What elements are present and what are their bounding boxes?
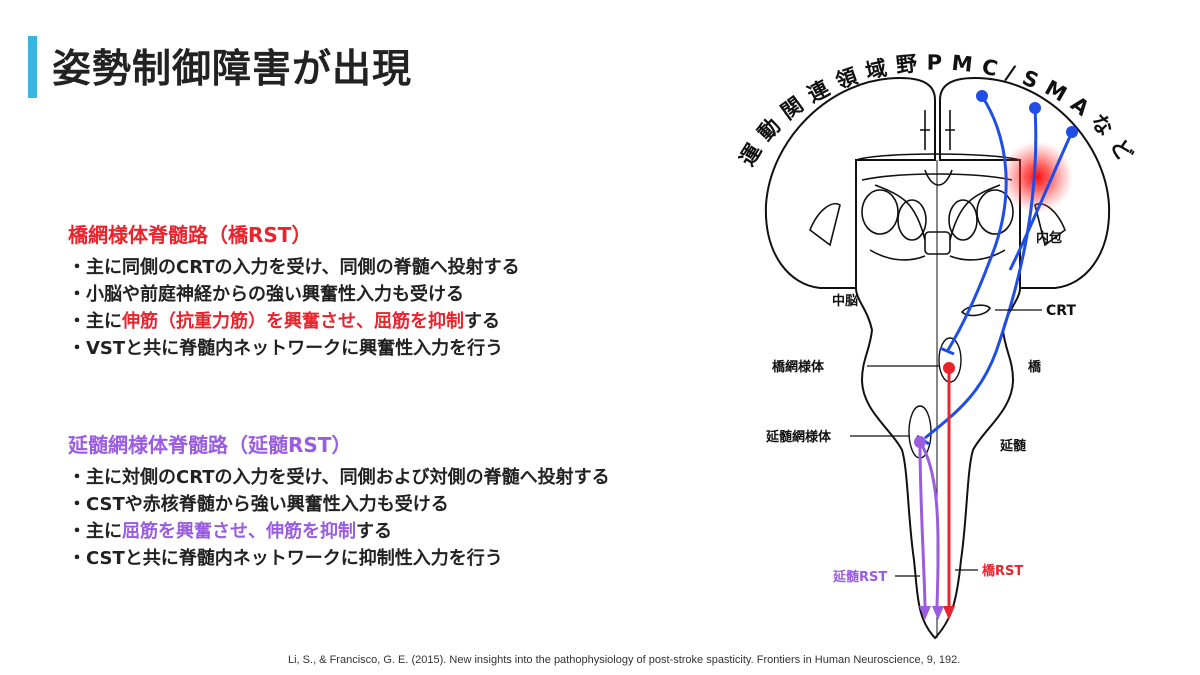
internal-capsule-label: 内包 [1036, 230, 1062, 246]
pontine-bullet-2: ・小脳や前庭神経からの強い興奮性入力も受ける [68, 284, 464, 305]
cortical-origins [976, 90, 1078, 138]
medullary-rst-arrowhead-1 [919, 606, 931, 620]
medullary-bullet-1: ・主に対側のCRTの入力を受け、同側および対側の脊髄へ投射する [68, 467, 610, 488]
medullary-rst-section: 延髄網様体脊髄路（延髄RST） ・主に対側のCRTの入力を受け、同側および対側の… [68, 429, 610, 572]
cortical-paths [924, 95, 1074, 440]
medullary-bullet-4: ・CSTと共に脊髄内ネットワークに抑制性入力を行う [68, 548, 503, 569]
crt-label: CRT [1046, 303, 1076, 319]
pontine-rst-origin [943, 362, 955, 374]
pontine-rst-arrowhead [943, 606, 955, 620]
pons-label: 橋 [1028, 359, 1042, 375]
medullary-highlight: 屈筋を興奮させ、伸筋を抑制 [122, 521, 356, 542]
medullary-rst-path-contra [918, 441, 940, 607]
medullary-rst-arrowhead-2 [932, 606, 944, 620]
citation: Li, S., & Francisco, G. E. (2015). New i… [288, 654, 961, 666]
pontine-bullet-4: ・VSTと共に脊髄内ネットワークに興奮性入力を行う [68, 338, 504, 359]
pontine-rst-label: 橋RST [982, 563, 1023, 579]
medullary-rst-heading: 延髄網様体脊髄路（延髄RST） [68, 433, 352, 457]
leader-lines [850, 309, 1042, 577]
pontine-rst-section: 橋網様体脊髄路（橋RST） ・主に同側のCRTの入力を受け、同側の脊髄へ投射する… [68, 219, 520, 362]
pontine-bullet-1: ・主に同側のCRTの入力を受け、同側の脊髄へ投射する [68, 257, 520, 278]
pontine-rf-label: 橋網様体 [772, 359, 825, 375]
medullary-rst-path-ipsi [918, 441, 927, 607]
medulla-label: 延髄 [999, 438, 1026, 454]
page-title: 姿勢制御障害が出現 [52, 47, 413, 92]
inner-structures [809, 110, 1066, 261]
medullary-bullet-2: ・CSTや赤核脊髄から強い興奮性入力も受ける [68, 494, 449, 515]
medullary-rst-label: 延髄RST [832, 569, 887, 585]
midbrain-label: 中脳 [832, 293, 858, 309]
brainstem-outline [855, 287, 1021, 640]
medullary-rf-label: 延髄網様体 [765, 429, 832, 445]
lesion-hotspot [1001, 141, 1073, 213]
pontine-bullet-3: ・主に伸筋（抗重力筋）を興奮させ、屈筋を抑制する [68, 311, 500, 332]
title-accent-bar [28, 36, 37, 98]
medullary-rst-origin [914, 436, 926, 448]
pontine-rst-heading: 橋網様体脊髄路（橋RST） [68, 223, 312, 247]
pontine-highlight: 伸筋（抗重力筋）を興奮させ、屈筋を抑制 [122, 311, 464, 332]
medullary-bullet-3: ・主に屈筋を興奮させ、伸筋を抑制する [68, 521, 392, 542]
